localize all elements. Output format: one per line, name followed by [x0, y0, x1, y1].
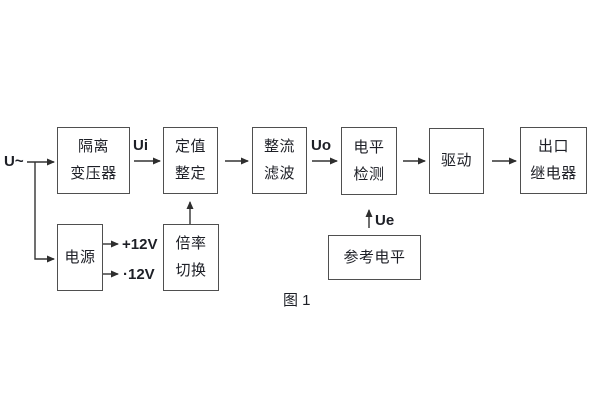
block-level-detect: 电平 检测: [341, 127, 397, 195]
block-driver: 驱动: [429, 128, 484, 194]
block-label-line: 变压器: [70, 165, 117, 182]
block-isolation-transformer: 隔离 变压器: [57, 127, 130, 194]
block-label-line: 滤波: [263, 165, 295, 182]
block-label-line: 切换: [175, 262, 207, 279]
signal-label-uo: Uo: [311, 137, 331, 154]
signal-label-minus12v: ·12V: [123, 266, 155, 283]
figure-caption: 图 1: [283, 292, 311, 309]
block-label-line: 检测: [353, 165, 385, 183]
block-label-line: 驱动: [440, 152, 472, 169]
signal-label-plus12v: +12V: [122, 236, 158, 253]
block-label-line: 电平: [353, 138, 385, 156]
block-label-line: 电源: [64, 248, 96, 266]
block-output-relay: 出口 继电器: [520, 127, 587, 194]
signal-label-ui: Ui: [133, 137, 148, 154]
signal-label-input: U~: [4, 153, 24, 170]
block-label-line: 隔离: [77, 138, 109, 155]
block-label-line: 参考电平: [343, 248, 406, 266]
block-label-line: 整流: [263, 138, 295, 155]
block-setting-adjust: 定值 整定: [163, 127, 218, 194]
block-reference-level: 参考电平: [328, 235, 421, 280]
block-multiplier-switch: 倍率 切换: [163, 224, 219, 291]
block-power-supply: 电源: [57, 224, 103, 291]
signal-label-ue: Ue: [375, 212, 395, 229]
block-label-line: 定值: [174, 138, 206, 155]
block-label-line: 整定: [174, 165, 206, 182]
block-label-line: 继电器: [530, 165, 577, 182]
block-label-line: 出口: [537, 138, 569, 155]
block-rectifier-filter: 整流 滤波: [252, 127, 307, 194]
block-label-line: 倍率: [175, 235, 207, 252]
